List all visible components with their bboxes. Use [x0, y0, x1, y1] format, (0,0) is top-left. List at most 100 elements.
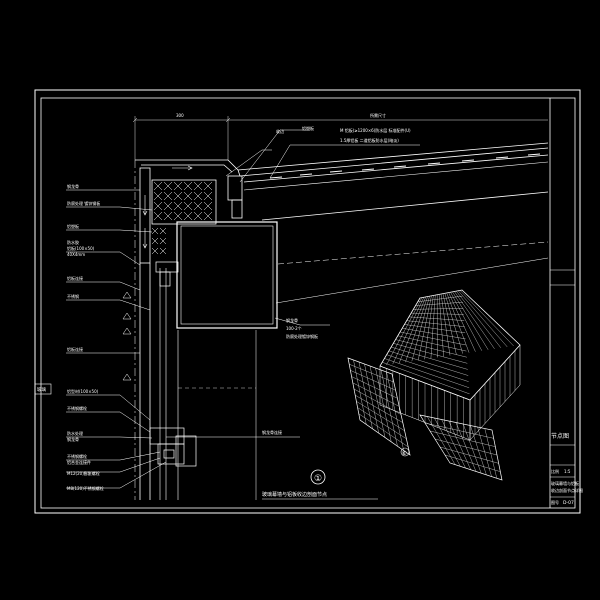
drawing-no-label: 图号 — [551, 499, 559, 505]
project-label: 节点图 — [551, 432, 569, 440]
axo-top-hatch-2 — [406, 320, 465, 327]
dim-right: 所需尺寸 — [370, 112, 386, 118]
outer-frame — [34, 89, 581, 514]
axo-right-grid-2 — [429, 430, 496, 447]
facade-verticals — [134, 160, 257, 500]
axo-top-hatch-2 — [384, 358, 470, 388]
callout-left-7: 铝板连接 — [67, 275, 83, 281]
axo-top-hatch — [448, 292, 476, 352]
callout-lower-mid: 钢龙骨连接 — [262, 429, 282, 435]
callout-near-corner: 收边 — [276, 128, 284, 134]
left-callouts: 钢龙骨 防腐处理 镀锌钢板 铝塑板 防水胶 铝板(100×50) 40X4mm … — [67, 183, 104, 491]
steel-box-section — [176, 221, 278, 329]
callout-left-6: 40X4mm — [67, 252, 85, 257]
axo-top-hatch-2 — [399, 331, 467, 346]
axo-left-grid-2 — [358, 413, 409, 448]
axo-top-hatch-2 — [388, 350, 469, 376]
axo-marker-circle — [400, 447, 410, 457]
sheet-title-1: 玻璃幕墙与铝板 — [551, 480, 579, 486]
axo-marker: ⑥ — [402, 450, 407, 457]
detail-title: 玻璃幕墙与铝板收边剖面节点 — [262, 491, 327, 498]
callout-left-12: 防水处理 — [67, 430, 83, 436]
axo-left-grid-2 — [349, 364, 394, 383]
axo-left-grid-2 — [353, 388, 402, 415]
axo-top-hatch — [452, 291, 489, 350]
axo-right-grid-2 — [444, 454, 501, 472]
axo-top-hatch — [459, 290, 514, 347]
axo-top-hatch — [450, 292, 482, 351]
title-block: 节点图 比例 1:5 玻璃幕墙与铝板 收边剖面节点详图 图号 D-07 — [549, 98, 583, 508]
axo-top-hatch — [418, 295, 432, 361]
inner-frame — [40, 97, 576, 509]
axo-top-hatch — [405, 296, 428, 363]
callout-top-label: 铝塑板 — [302, 125, 314, 131]
axo-top-hatch-2 — [402, 328, 466, 340]
axo-top-hatch-2 — [382, 362, 470, 395]
axo-top-hatch — [386, 297, 423, 366]
axonometric-hatch — [349, 290, 516, 479]
top-dimension — [132, 116, 548, 160]
callout-left-10: 铝型材(100×50) — [67, 388, 99, 394]
axo-top-hatch — [446, 292, 470, 353]
detail-number-circle — [310, 469, 326, 485]
axo-top-hatch — [392, 297, 424, 365]
drawing-no: D-07 — [563, 500, 574, 506]
callout-left-5: 铝板(100×50) — [67, 245, 95, 251]
sheet-title-2: 收边剖面节点详图 — [551, 487, 583, 493]
axo-top-hatch-2 — [386, 354, 469, 382]
top-callouts — [225, 129, 420, 183]
axo-left-grid-2 — [351, 376, 398, 399]
callout-left-17: M8(120)不锈钢螺栓 — [67, 485, 104, 491]
axo-right-grid-2 — [434, 438, 498, 456]
callout-left-14: 不锈钢螺栓 — [67, 453, 87, 459]
axo-top-hatch-2 — [417, 295, 463, 302]
axo-top-hatch-2 — [395, 339, 467, 358]
axo-top-hatch-2 — [415, 302, 463, 306]
callout-left-8: 不锈钢 — [67, 293, 79, 299]
callout-mid-right-1: 钢龙骨 — [286, 317, 298, 323]
axo-left-grid-2 — [357, 407, 407, 439]
callout-left-16: M12(20)膨胀螺栓 — [67, 470, 100, 476]
callout-top-right-2: 1.5厚铝板 二道铝板防水层(暗淡) — [340, 137, 399, 143]
callout-left-3: 铝塑板 — [67, 223, 79, 229]
callout-mid-right-2: 100-2个 — [286, 326, 302, 331]
scale-value: 1:5 — [564, 469, 571, 474]
axo-top-hatch-2 — [404, 324, 466, 333]
corner-parapet — [135, 159, 243, 264]
callout-left-4: 防水胶 — [67, 239, 79, 245]
insulation-hatch — [151, 181, 213, 255]
axo-top-hatch-2 — [393, 343, 468, 364]
mid-right-leader — [274, 317, 330, 326]
detail-number: ① — [314, 474, 322, 484]
axo-top-hatch — [458, 290, 508, 348]
axo-top-hatch-2 — [411, 312, 464, 315]
axo-top-hatch-2 — [408, 316, 465, 321]
level-markers — [122, 291, 132, 381]
dim-left: 300 — [176, 113, 184, 118]
callout-left-2: 防腐处理 镀锌钢板 — [67, 200, 100, 206]
axo-top-hatch — [442, 293, 457, 355]
callout-mid-right-3: 防腐处理镀锌钢板 — [286, 333, 318, 339]
axo-top-hatch — [424, 295, 434, 360]
axo-top-hatch-2 — [413, 308, 464, 310]
axo-top-hatch — [430, 295, 436, 359]
callout-left-11: 不锈钢螺栓 — [67, 405, 87, 411]
scale-label: 比例 — [551, 468, 559, 474]
axo-top-hatch — [438, 294, 444, 357]
axo-right-grid-2 — [424, 422, 494, 439]
axo-top-hatch — [454, 291, 495, 349]
left-leaders — [66, 189, 167, 489]
axo-left-grid-2 — [352, 382, 400, 407]
side-tag-box — [34, 383, 52, 395]
roof-slope — [237, 142, 549, 304]
axo-top-hatch — [456, 290, 502, 348]
axo-left-grid-2 — [355, 395, 403, 423]
axo-left-grid-2 — [356, 401, 405, 431]
callout-left-13: 钢龙骨 — [67, 436, 79, 442]
slope-dashes — [269, 153, 541, 179]
callout-left-1: 钢龙骨 — [67, 183, 79, 189]
axo-top-hatch-2 — [391, 346, 468, 370]
side-tag: 玻璃 — [37, 386, 46, 393]
axo-top-hatch — [411, 296, 430, 362]
